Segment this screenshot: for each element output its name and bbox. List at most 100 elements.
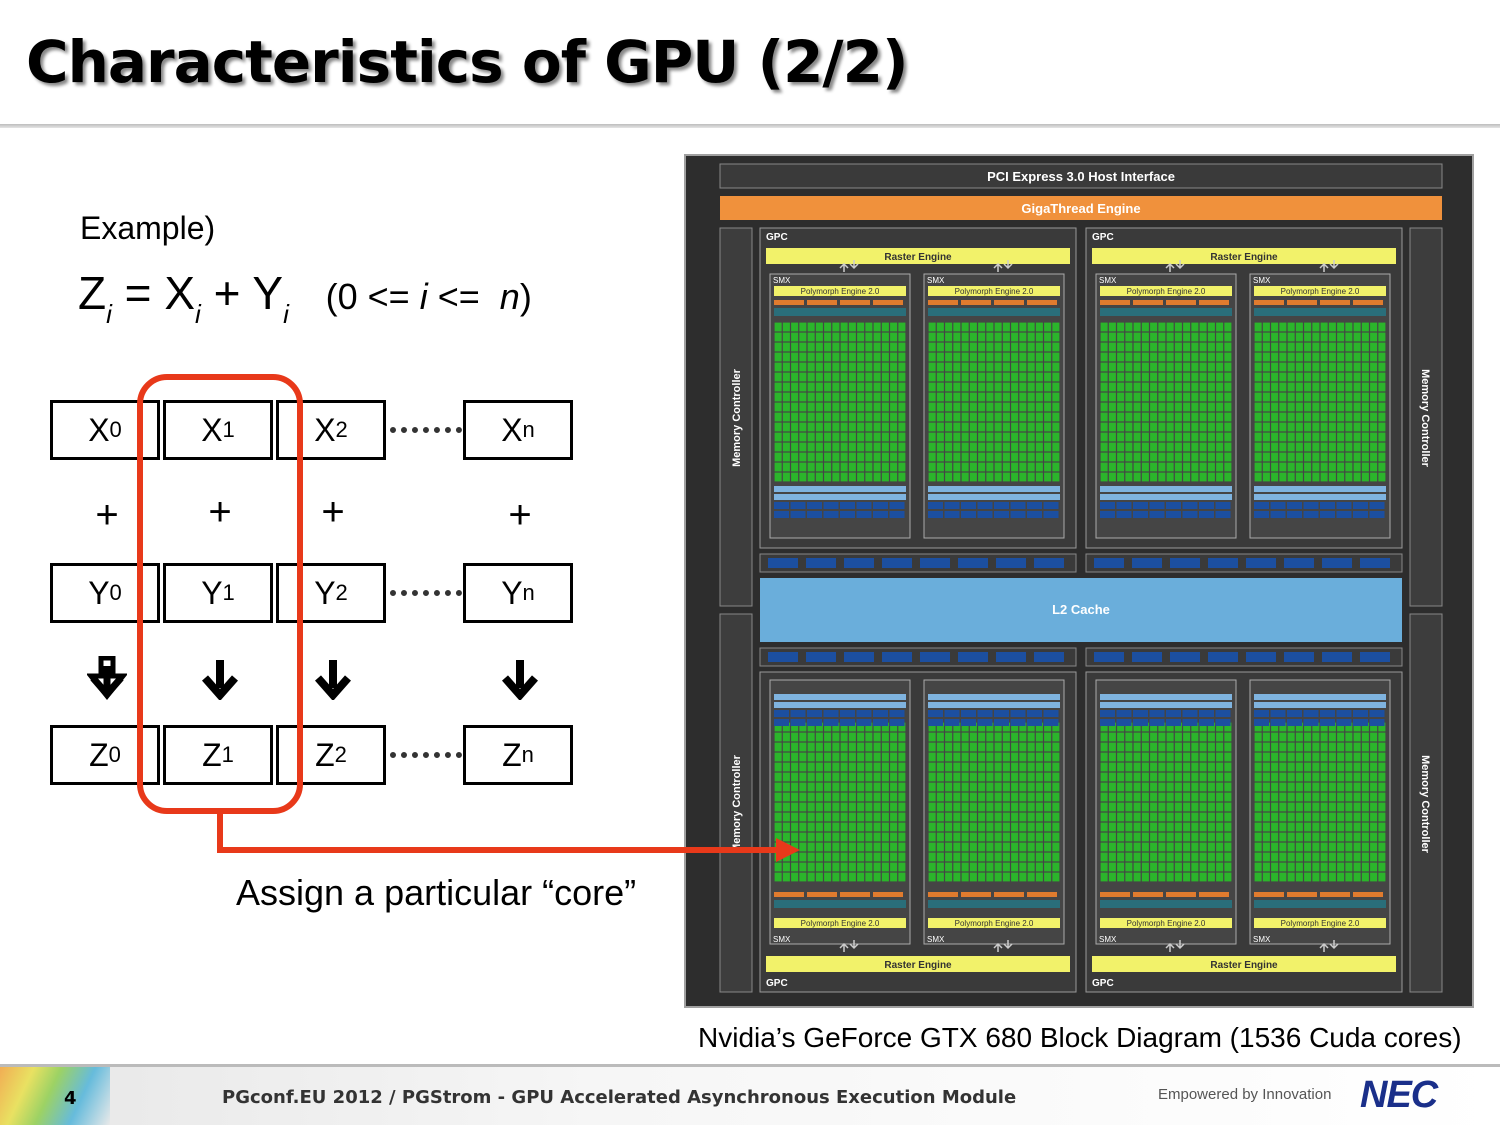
cuda-core [1370, 352, 1378, 362]
cuda-core [1191, 862, 1199, 872]
cuda-core [1345, 812, 1353, 822]
cuda-core [1052, 362, 1060, 372]
cuda-core [961, 462, 969, 472]
cuda-core [1345, 752, 1353, 762]
cuda-core [1224, 762, 1232, 772]
cuda-core [1370, 842, 1378, 852]
cuda-core [1027, 872, 1035, 882]
cuda-core [840, 362, 848, 372]
cuda-core [881, 742, 889, 752]
cuda-core [1320, 452, 1328, 462]
cell-base: X [314, 411, 336, 448]
cuda-core [799, 722, 807, 732]
polymorph-engine [928, 286, 1060, 296]
cuda-core [1207, 772, 1215, 782]
cuda-core [1207, 722, 1215, 732]
cuda-core [1295, 372, 1303, 382]
cuda-core [1224, 782, 1232, 792]
cuda-core [1353, 812, 1361, 822]
texture-unit [1353, 502, 1368, 509]
ld-st-unit [1254, 892, 1284, 897]
cuda-core [1254, 432, 1262, 442]
cuda-core [1199, 362, 1207, 372]
texture-unit [1336, 719, 1352, 726]
cuda-core [791, 332, 799, 342]
cuda-core [799, 442, 807, 452]
ld-st-unit [1166, 892, 1196, 897]
cuda-core [807, 852, 815, 862]
cell-base: X [88, 411, 110, 448]
cuda-core [865, 862, 873, 872]
cuda-core [1117, 412, 1125, 422]
cuda-core [824, 862, 832, 872]
cuda-core [1011, 372, 1019, 382]
texture-unit [774, 719, 789, 726]
cuda-core [969, 452, 977, 462]
cuda-core [961, 832, 969, 842]
cuda-core [1019, 332, 1027, 342]
cuda-core [1133, 332, 1141, 342]
cuda-core [1100, 432, 1108, 442]
texture-unit [928, 710, 943, 717]
texture-unit [1133, 710, 1148, 717]
cuda-core [1199, 402, 1207, 412]
polymorph-engine [1254, 918, 1386, 928]
cuda-core [1027, 462, 1035, 472]
cuda-core [953, 462, 961, 472]
cuda-core [994, 722, 1002, 732]
cuda-core [1002, 332, 1010, 342]
cuda-core [1361, 742, 1369, 752]
texture-unit [994, 719, 1009, 726]
cuda-core [1304, 722, 1312, 732]
cuda-core [1019, 822, 1027, 832]
cuda-core [1361, 392, 1369, 402]
cuda-core [953, 842, 961, 852]
cell-sub: 0 [109, 580, 122, 605]
cuda-core [994, 412, 1002, 422]
cuda-core [1027, 422, 1035, 432]
cuda-core [1207, 802, 1215, 812]
cuda-core [1019, 322, 1027, 332]
cuda-core [1044, 342, 1052, 352]
cuda-core [961, 372, 969, 382]
cuda-core [898, 392, 906, 402]
cuda-core [936, 862, 944, 872]
cuda-core [1361, 422, 1369, 432]
cuda-core [1035, 802, 1043, 812]
cache-block [958, 558, 988, 568]
cuda-core [945, 382, 953, 392]
cuda-core [1216, 422, 1224, 432]
cuda-core [1337, 832, 1345, 842]
cuda-core [1174, 782, 1182, 792]
cuda-core [978, 872, 986, 882]
cuda-core [1044, 422, 1052, 432]
cuda-core [994, 432, 1002, 442]
cuda-core [1019, 352, 1027, 362]
cache-block [1170, 558, 1200, 568]
cuda-core [1262, 772, 1270, 782]
cuda-core [1100, 452, 1108, 462]
cell-sub: 1 [222, 580, 235, 605]
cuda-core [881, 822, 889, 832]
cuda-core [1378, 782, 1386, 792]
cuda-core [1166, 432, 1174, 442]
cuda-core [1044, 852, 1052, 862]
cuda-core [1166, 472, 1174, 482]
cuda-core [898, 762, 906, 772]
cuda-core [1117, 772, 1125, 782]
cell-base: Z [315, 736, 335, 773]
cuda-core [1002, 752, 1010, 762]
cuda-core [1166, 352, 1174, 362]
cuda-core [1035, 842, 1043, 852]
cuda-core [1183, 402, 1191, 412]
cell-base: Z [502, 736, 522, 773]
cuda-core [824, 402, 832, 412]
cuda-core [1271, 472, 1279, 482]
cuda-core [1216, 872, 1224, 882]
cuda-core [774, 342, 782, 352]
cuda-core [1207, 322, 1215, 332]
cuda-core [1174, 842, 1182, 852]
cuda-core [969, 462, 977, 472]
cuda-core [873, 442, 881, 452]
